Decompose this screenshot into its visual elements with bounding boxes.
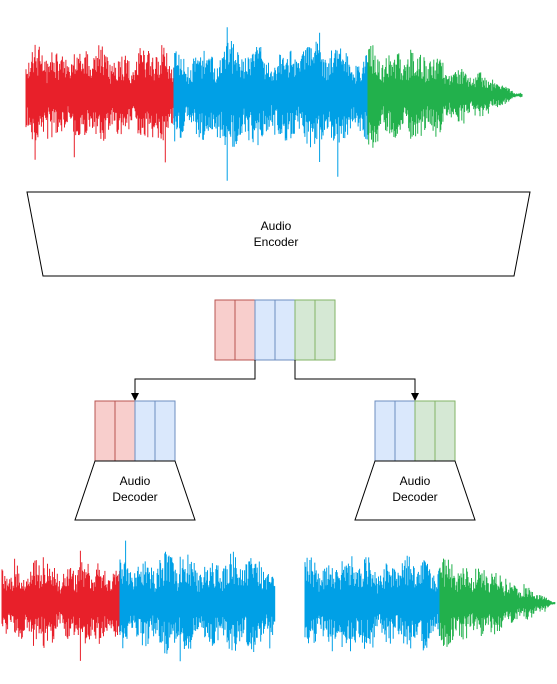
waveform-segment-green (367, 45, 523, 148)
token-red (214, 299, 236, 361)
waveform-trace (25, 44, 175, 163)
waveform-segment-blue (304, 555, 440, 652)
output-waveform-right (304, 555, 556, 652)
token-sequence (214, 299, 336, 361)
left-decoder-label-line1: Audio (120, 474, 151, 488)
arrow-right-head (411, 393, 419, 401)
encoder-shape (26, 191, 531, 277)
audio-encoder-block: Audio Encoder (26, 191, 531, 277)
right-token-window (374, 400, 456, 462)
waveform-trace (304, 555, 440, 652)
waveform-segment-green (439, 558, 556, 647)
split-arrows (131, 360, 419, 401)
waveform-segment-red (25, 44, 175, 163)
token-red (234, 299, 256, 361)
right-decoder-shape (354, 460, 476, 521)
token-blue (274, 299, 296, 361)
left-decoder-label-line2: Decoder (112, 490, 157, 504)
waveform-trace (439, 558, 556, 647)
left-decoder-shape (74, 460, 196, 521)
token-blue (254, 299, 276, 361)
token-blue (374, 400, 396, 462)
waveform-trace (367, 45, 523, 148)
token-red (114, 400, 136, 462)
waveform-trace (1, 550, 121, 661)
waveform-trace (173, 27, 369, 181)
waveform-segment-blue (119, 540, 276, 662)
token-green (294, 299, 316, 361)
right-decoder-label-line1: Audio (400, 474, 431, 488)
token-green (414, 400, 436, 462)
left-token-window (94, 400, 176, 462)
token-blue (134, 400, 156, 462)
encoder-label-line2: Encoder (254, 235, 299, 249)
token-green (314, 299, 336, 361)
waveform-segment-blue (173, 27, 369, 181)
input-waveform (25, 27, 523, 181)
output-waveform-left (1, 540, 276, 662)
token-red (94, 400, 116, 462)
token-green (434, 400, 456, 462)
right-decoder-label-line2: Decoder (392, 490, 437, 504)
waveform-segment-red (1, 550, 121, 661)
waveform-trace (119, 540, 276, 662)
arrow-right-connector (294, 360, 416, 394)
right-audio-decoder-block: Audio Decoder (354, 460, 476, 521)
encoder-label-line1: Audio (261, 219, 292, 233)
left-audio-decoder-block: Audio Decoder (74, 460, 196, 521)
arrow-left-connector (134, 360, 256, 394)
token-blue (154, 400, 176, 462)
arrow-left-head (131, 393, 139, 401)
token-blue (394, 400, 416, 462)
